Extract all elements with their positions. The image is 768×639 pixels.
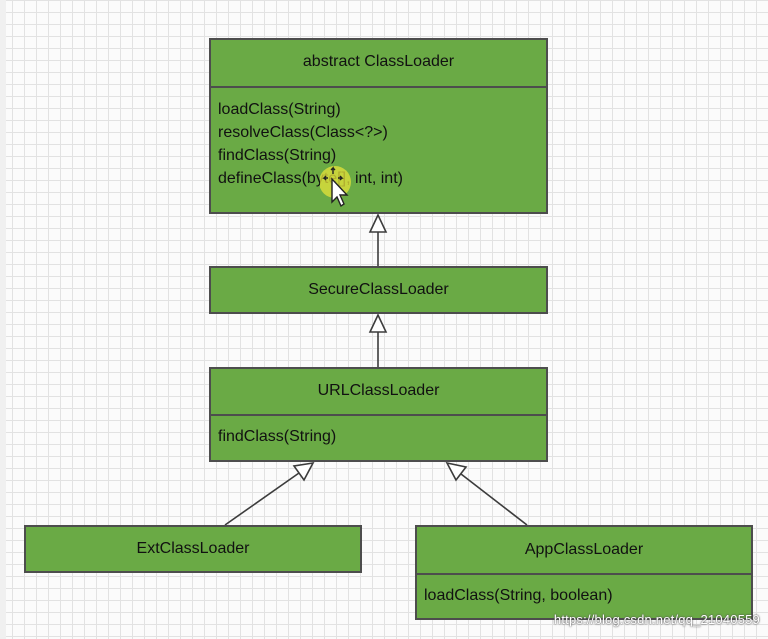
class-name: SecureClassLoader (308, 281, 449, 298)
class-box-urlclassloader[interactable]: URLClassLoader findClass(String) (209, 367, 548, 462)
class-box-extclassloader[interactable]: ExtClassLoader (24, 525, 362, 573)
method-item: findClass(String) (218, 147, 337, 164)
method-item: defineClass(byte[], int, int) (218, 170, 403, 187)
inheritance-line (224, 472, 300, 526)
inheritance-arrowhead (368, 313, 388, 333)
inheritance-line (460, 473, 528, 526)
left-edge-strip (0, 0, 6, 639)
class-box-secureclassloader[interactable]: SecureClassLoader (209, 266, 548, 314)
class-box-appclassloader[interactable]: AppClassLoader loadClass(String, boolean… (415, 525, 753, 620)
mouse-cursor-icon (320, 166, 351, 208)
class-box-classloader[interactable]: abstract ClassLoader loadClass(String) r… (209, 38, 548, 214)
class-name: URLClassLoader (317, 382, 440, 399)
class-name: ExtClassLoader (136, 540, 250, 557)
watermark-url: https://blog.csdn.net/qq_21040559 (553, 612, 760, 627)
method-item: resolveClass(Class<?>) (218, 124, 388, 141)
class-name: abstract ClassLoader (302, 53, 455, 70)
class-methods: loadClass(String, boolean) (417, 573, 751, 607)
method-item: findClass(String) (218, 428, 337, 445)
class-methods: findClass(String) (211, 414, 546, 448)
inheritance-arrowhead (368, 213, 388, 233)
method-item: loadClass(String) (218, 101, 341, 118)
method-item: loadClass(String, boolean) (424, 587, 613, 604)
class-name: AppClassLoader (524, 541, 644, 558)
class-methods: loadClass(String) resolveClass(Class<?>)… (211, 86, 546, 190)
inheritance-arrowhead (292, 461, 315, 482)
inheritance-arrowhead (445, 461, 468, 482)
